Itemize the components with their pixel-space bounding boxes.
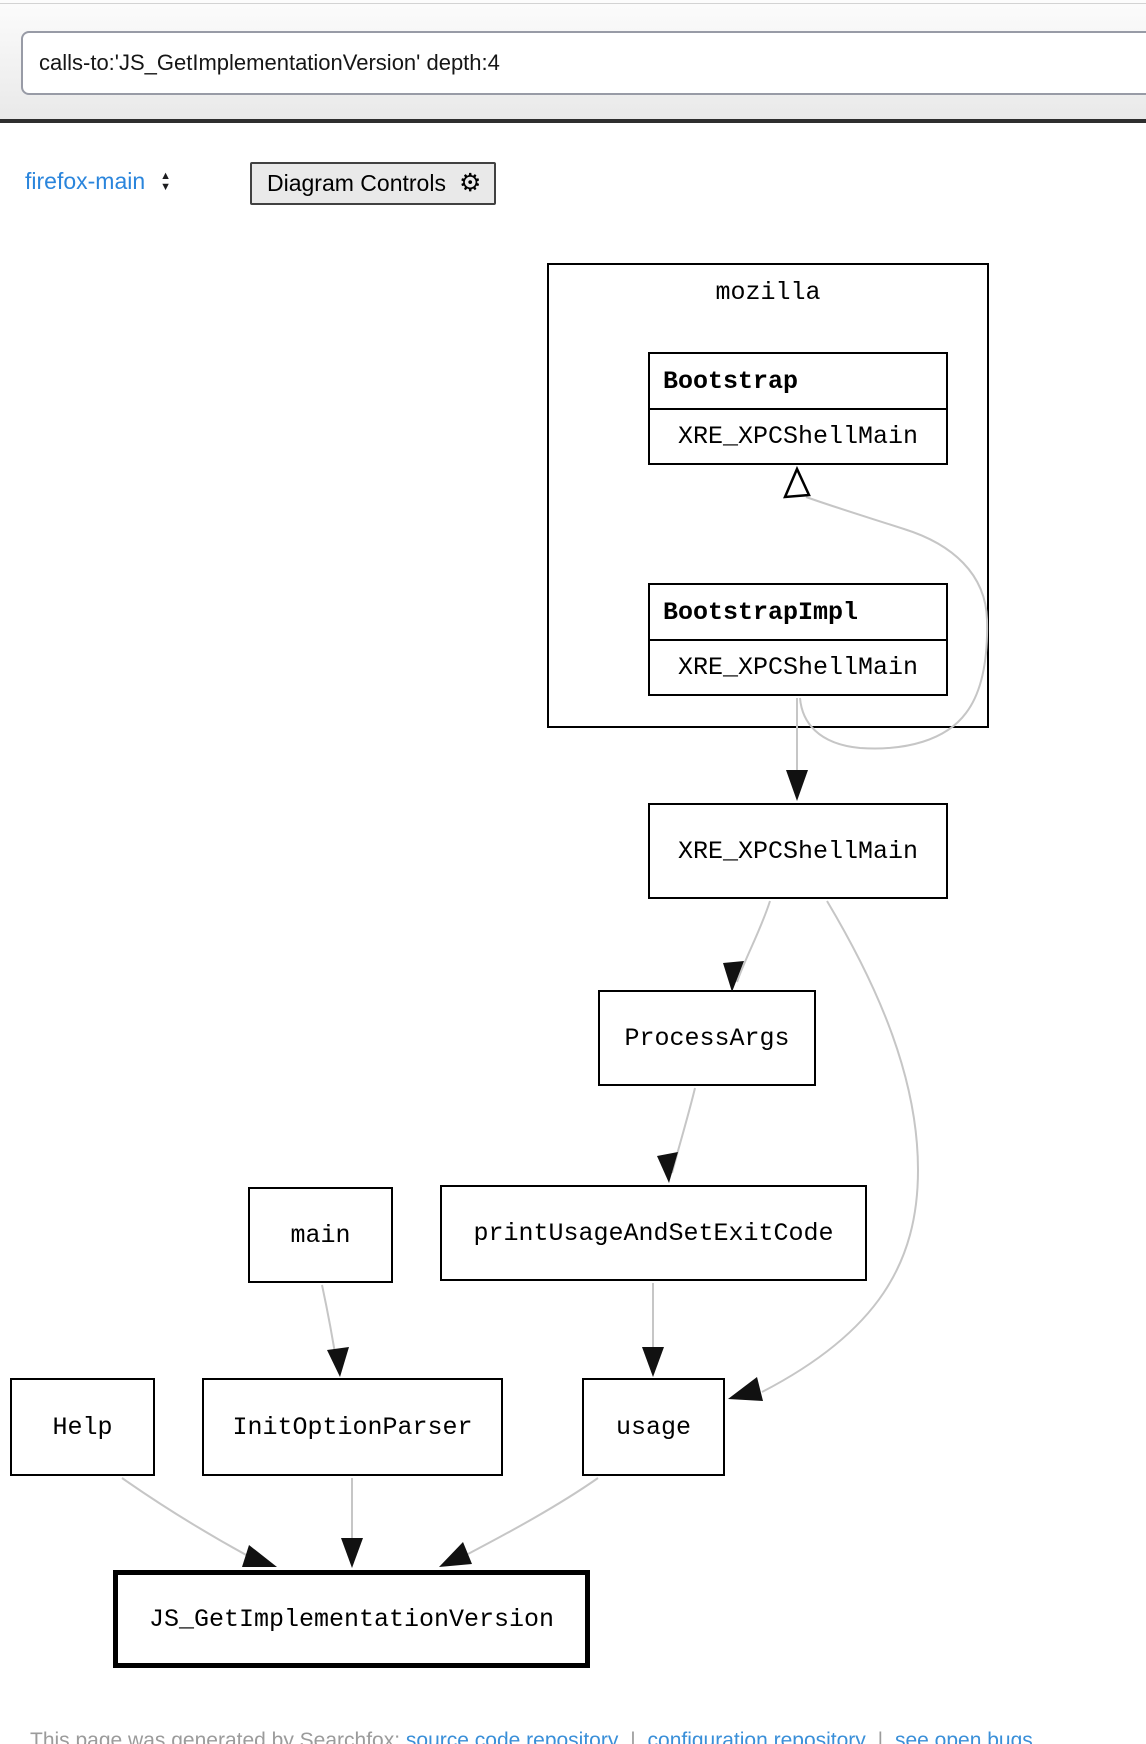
select-arrows-icon: ▲ ▼ (160, 169, 172, 193)
diagram-controls-label: Diagram Controls (267, 170, 446, 196)
footer-separator: | (630, 1729, 636, 1744)
arrowhead-main-to-initoptionparser (327, 1347, 349, 1377)
arrowhead-usage-to-target (439, 1542, 472, 1567)
record-bootstrap-method[interactable]: XRE_XPCShellMain (677, 422, 919, 451)
tree-select-label[interactable]: firefox-main (25, 168, 146, 194)
node-xre-xpcshellmain[interactable]: XRE_XPCShellMain (648, 803, 948, 899)
arrowhead-processargs-to-printusage (657, 1152, 678, 1183)
edge-help-to-target (121, 1477, 249, 1557)
footer-link-open-bugs[interactable]: see open bugs (894, 1729, 1033, 1744)
node-printusageandsetexitcode[interactable]: printUsageAndSetExitCode (440, 1185, 867, 1281)
node-usage[interactable]: usage (582, 1378, 725, 1476)
header-top-divider (0, 3, 1146, 4)
edge-main-to-initoptionparser (321, 1284, 338, 1367)
arrowhead-xre-to-processargs (723, 961, 744, 992)
node-help[interactable]: Help (10, 1378, 155, 1476)
diagram-controls-button[interactable]: Diagram Controls ⚙ (250, 162, 497, 205)
cluster-mozilla-label: mozilla (715, 278, 821, 307)
record-bootstrapimpl: BootstrapImpl XRE_XPCShellMain (648, 583, 948, 696)
select-arrow-down-icon: ▼ (160, 180, 172, 193)
footer-link-config-repo[interactable]: configuration repository (647, 1729, 866, 1744)
record-bootstrapimpl-method[interactable]: XRE_XPCShellMain (677, 653, 919, 682)
footer: This page was generated by Searchfox: so… (30, 1729, 1033, 1744)
arrowhead-printusage-to-usage (642, 1347, 664, 1377)
record-bootstrap-title[interactable]: Bootstrap (650, 354, 946, 410)
search-input[interactable] (21, 31, 1146, 95)
node-initoptionparser[interactable]: InitOptionParser (202, 1378, 503, 1476)
footer-separator: | (877, 1729, 884, 1744)
edge-xre-to-processargs (736, 900, 771, 983)
gear-icon: ⚙ (458, 169, 482, 197)
tree-select[interactable]: firefox-main ▲ ▼ (25, 168, 171, 195)
edge-xre-to-usage (761, 900, 920, 1393)
edge-processargs-to-printusage (671, 1087, 696, 1174)
footer-text: This page was generated by Searchfox: (30, 1729, 401, 1744)
node-js-getimplementationversion[interactable]: JS_GetImplementationVersion (113, 1570, 590, 1668)
record-bootstrapimpl-title[interactable]: BootstrapImpl (650, 585, 946, 641)
arrowhead-help-to-target (242, 1545, 277, 1567)
record-bootstrap: Bootstrap XRE_XPCShellMain (648, 352, 948, 465)
arrowhead-bootstrapimpl-to-xre (786, 770, 808, 801)
arrowhead-xre-to-usage (728, 1377, 763, 1401)
select-arrow-up-icon: ▲ (160, 169, 172, 182)
edge-usage-to-target (467, 1477, 599, 1555)
arrowhead-initoptionparser-to-target (341, 1538, 363, 1568)
node-main[interactable]: main (248, 1187, 393, 1283)
node-processargs[interactable]: ProcessArgs (598, 990, 816, 1086)
footer-link-source-repo[interactable]: source code repository (405, 1729, 619, 1744)
